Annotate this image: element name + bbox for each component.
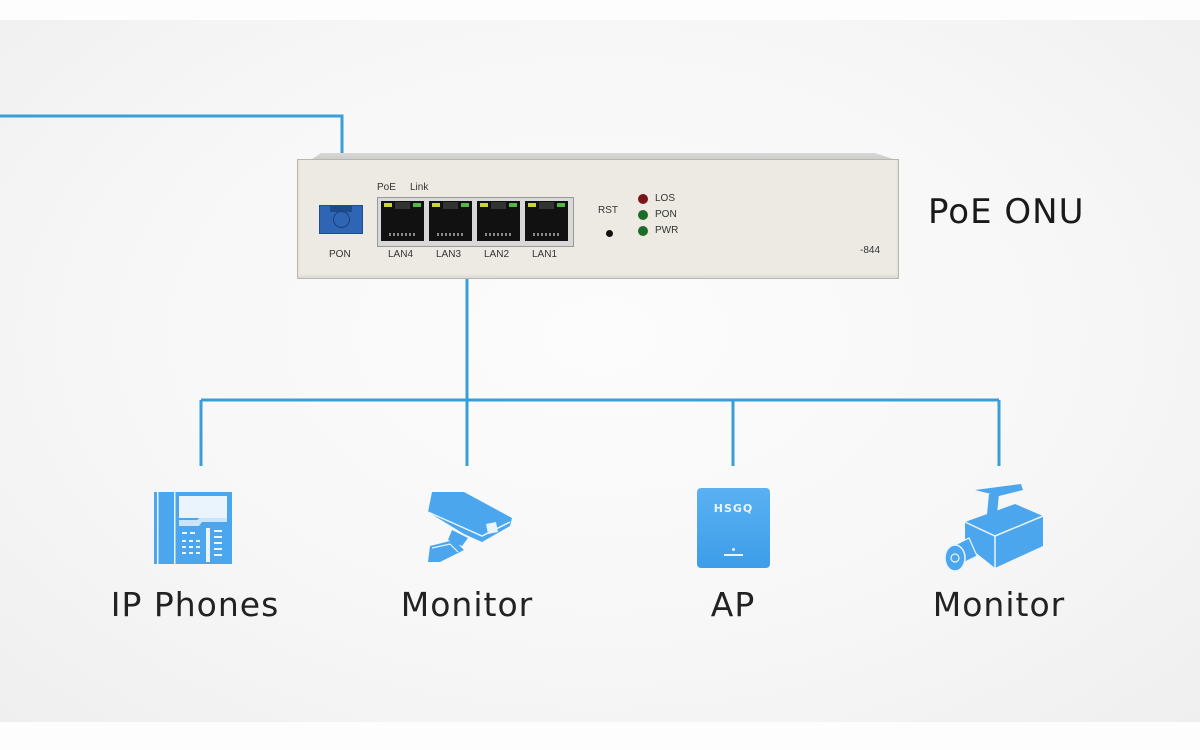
los-led — [638, 194, 648, 204]
device-front-panel: PON PoE Link LAN4 LAN3 LAN2 LAN1 RST LOS… — [297, 159, 899, 279]
ap-status-bar — [724, 554, 743, 556]
poe-led-header: PoE — [377, 182, 396, 193]
ip-phone-icon — [154, 490, 232, 564]
lan4-label: LAN4 — [388, 249, 414, 260]
model-suffix: -844 — [860, 245, 881, 256]
bullet-camera-icon — [427, 492, 512, 562]
lan1-port[interactable] — [525, 201, 568, 241]
endpoint-label-monitor-1: Monitor — [400, 585, 534, 624]
link-led-header: Link — [410, 182, 429, 193]
device-title: PoE ONU — [928, 192, 1085, 232]
lan2-label: LAN2 — [484, 249, 510, 260]
poe-onu-device: PON PoE Link LAN4 LAN3 LAN2 LAN1 RST LOS… — [297, 153, 899, 279]
pon-led-label: PON — [655, 209, 677, 220]
lan3-port[interactable] — [429, 201, 472, 241]
pwr-led — [638, 226, 648, 236]
lan-port-block — [377, 197, 574, 247]
endpoint-label-ip-phones: IP Phones — [110, 585, 280, 624]
los-led-label: LOS — [655, 193, 676, 204]
lan2-port[interactable] — [477, 201, 520, 241]
ap-status-dot — [732, 548, 735, 551]
lan4-port[interactable] — [381, 201, 424, 241]
ap-brand-text: HSGQ — [713, 502, 754, 515]
background-panel — [0, 20, 1200, 722]
pon-port[interactable] — [319, 205, 363, 234]
access-point-icon: HSGQ — [697, 488, 770, 568]
endpoint-label-ap: AP — [710, 585, 756, 624]
pwr-led-label: PWR — [655, 225, 679, 236]
lan3-label: LAN3 — [436, 249, 462, 260]
pon-led — [638, 210, 648, 220]
uplink-fiber-wire — [0, 114, 344, 155]
device-top-cover — [309, 153, 899, 161]
reset-button[interactable] — [606, 230, 613, 237]
endpoint-label-monitor-2: Monitor — [932, 585, 1066, 624]
lan1-label: LAN1 — [532, 249, 558, 260]
reset-label: RST — [598, 205, 618, 216]
pon-port-label: PON — [329, 249, 351, 260]
box-camera-icon — [944, 484, 1044, 572]
